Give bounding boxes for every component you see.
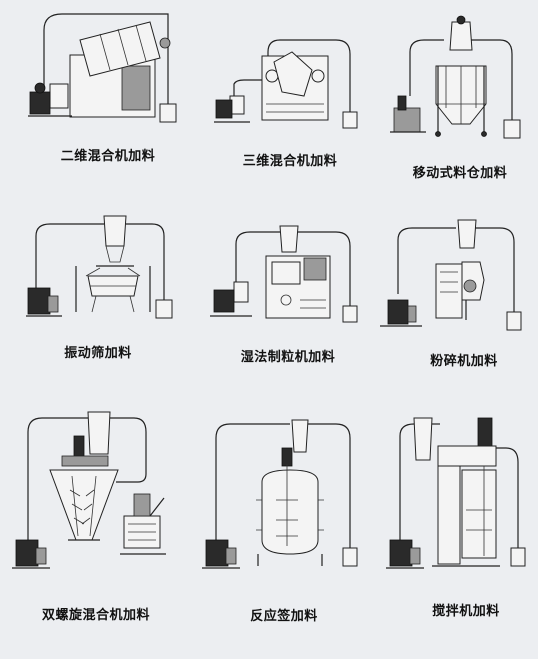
control-cabinet — [121, 65, 151, 111]
feed-pipe — [306, 423, 351, 548]
diagram-pulverizer-feeding — [380, 219, 522, 331]
feed-pipe — [470, 39, 513, 120]
vacuum-pump — [393, 107, 421, 133]
diagram-2d-mixer-feeding — [28, 13, 177, 123]
material-container — [506, 311, 522, 331]
vacuum-hopper — [233, 281, 249, 303]
material-container — [510, 547, 526, 567]
vacuum-pump — [15, 539, 39, 567]
vacuum-pump — [387, 299, 409, 325]
diagram-vibrating-screen-feeding — [26, 215, 173, 319]
caption-stirrer-feeding: 搅拌机加料 — [432, 604, 500, 619]
vacuum-feeder — [103, 215, 127, 247]
stirrer-motor — [477, 417, 493, 447]
mixer-vessel — [273, 51, 313, 97]
diagram-reactor-feeding — [202, 419, 358, 569]
vacuum-pump — [213, 289, 235, 313]
feed-pipe — [108, 417, 147, 483]
reactor-vessel — [261, 469, 319, 555]
material-container — [159, 103, 177, 123]
conical-mixer — [49, 469, 119, 541]
vacuum-pump — [29, 91, 51, 115]
caption-mobile-bin-feeding: 移动式料仓加料 — [412, 166, 508, 181]
stirring-tank — [461, 469, 497, 559]
vacuum-feeder — [87, 411, 111, 455]
diagram-double-screw-mixer-feeding — [12, 411, 166, 569]
caption-vibrating-screen-feeding: 振动筛加料 — [64, 346, 132, 361]
caption-wet-granulator-feeding: 湿法制粒机加料 — [240, 350, 336, 365]
vacuum-feeder — [291, 419, 309, 453]
diagram-3d-mixer-feeding — [214, 39, 358, 129]
diagram-wet-granulator-feeding — [210, 225, 358, 323]
material-container — [503, 119, 521, 139]
vacuum-pump — [389, 539, 413, 567]
material-container — [155, 299, 173, 319]
diagram-mobile-bin-feeding — [390, 15, 521, 139]
caption-2d-mixer-feeding: 二维混合机加料 — [60, 149, 156, 164]
caption-3d-mixer-feeding: 三维混合机加料 — [242, 154, 338, 169]
vacuum-hopper — [49, 83, 69, 109]
feed-pipe — [298, 231, 351, 306]
mixer-drum — [79, 21, 161, 77]
vacuum-feeder — [413, 417, 433, 461]
diagram-stirrer-feeding — [386, 417, 526, 569]
vacuum-pump — [27, 287, 51, 315]
vacuum-pump — [205, 539, 229, 567]
material-container — [342, 547, 358, 567]
vacuum-feeder — [457, 219, 477, 249]
vacuum-pump — [215, 99, 233, 119]
lift-column — [437, 465, 461, 565]
feed-pipe — [474, 227, 515, 312]
caption-pulverizer-feeding: 粉碎机加料 — [430, 354, 498, 369]
caption-double-screw-mixer-feeding: 双螺旋混合机加料 — [41, 608, 151, 623]
caption-reactor-feeding: 反应签加料 — [250, 609, 318, 624]
feed-pipe — [488, 447, 519, 548]
vacuum-feeder — [449, 21, 473, 51]
feed-pipe — [43, 13, 169, 104]
feed-pipe — [126, 223, 165, 300]
material-container — [342, 111, 358, 129]
vacuum-feeder — [279, 225, 299, 253]
material-container — [342, 305, 358, 323]
